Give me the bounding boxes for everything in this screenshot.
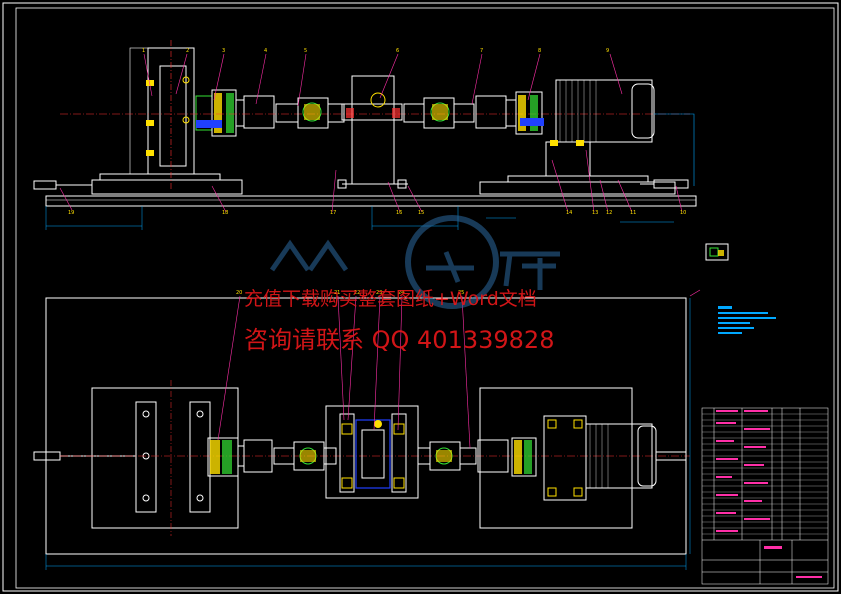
plan-view <box>33 297 691 570</box>
balloon-15: 15 <box>418 210 424 216</box>
balloon-2: 2 <box>186 48 189 54</box>
balloon-21: 21 <box>334 290 340 296</box>
balloons-top: 1 2 3 4 5 6 7 8 9 19 18 17 16 15 14 13 1… <box>68 48 686 216</box>
center-support <box>351 75 395 185</box>
balloon-17: 17 <box>330 210 336 216</box>
balloon-4: 4 <box>264 48 267 54</box>
inner-frame <box>15 7 835 589</box>
motor <box>555 79 653 143</box>
balloon-14: 14 <box>566 210 572 216</box>
balloon-16: 16 <box>396 210 402 216</box>
balloon-3: 3 <box>222 48 225 54</box>
detail-view <box>705 243 729 261</box>
base-plate <box>45 195 697 207</box>
balloons-plan: 20 21 22 23 24 25 <box>236 290 464 296</box>
balloon-1: 1 <box>142 48 145 54</box>
balloon-12: 12 <box>606 210 612 216</box>
bom-text-marks <box>716 410 822 578</box>
balloon-5: 5 <box>304 48 307 54</box>
balloon-11: 11 <box>630 210 636 216</box>
balloon-7: 7 <box>480 48 483 54</box>
balloon-19: 19 <box>68 210 74 216</box>
bom-rows <box>702 413 828 535</box>
balloon-10: 10 <box>680 210 686 216</box>
leaders-top <box>59 53 683 213</box>
watermark-line-2: 咨询请联系 QQ 401339828 <box>244 326 555 354</box>
balloon-20: 20 <box>236 290 242 296</box>
balloon-22: 22 <box>354 290 360 296</box>
logo-watermark <box>269 215 560 309</box>
tech-notes <box>718 306 776 334</box>
watermark-line-1: 充值下载购买整套图纸+Word文档 <box>244 288 537 310</box>
plan-base <box>45 297 687 555</box>
balloon-24: 24 <box>398 290 404 296</box>
balloon-25: 25 <box>458 290 464 296</box>
balloon-8: 8 <box>538 48 541 54</box>
balloon-9: 9 <box>606 48 609 54</box>
balloon-23: 23 <box>376 290 382 296</box>
balloon-18: 18 <box>222 210 228 216</box>
balloon-13: 13 <box>592 210 598 216</box>
balloon-6: 6 <box>396 48 399 54</box>
leaders-plan <box>217 289 701 449</box>
elevation-view <box>33 40 697 230</box>
